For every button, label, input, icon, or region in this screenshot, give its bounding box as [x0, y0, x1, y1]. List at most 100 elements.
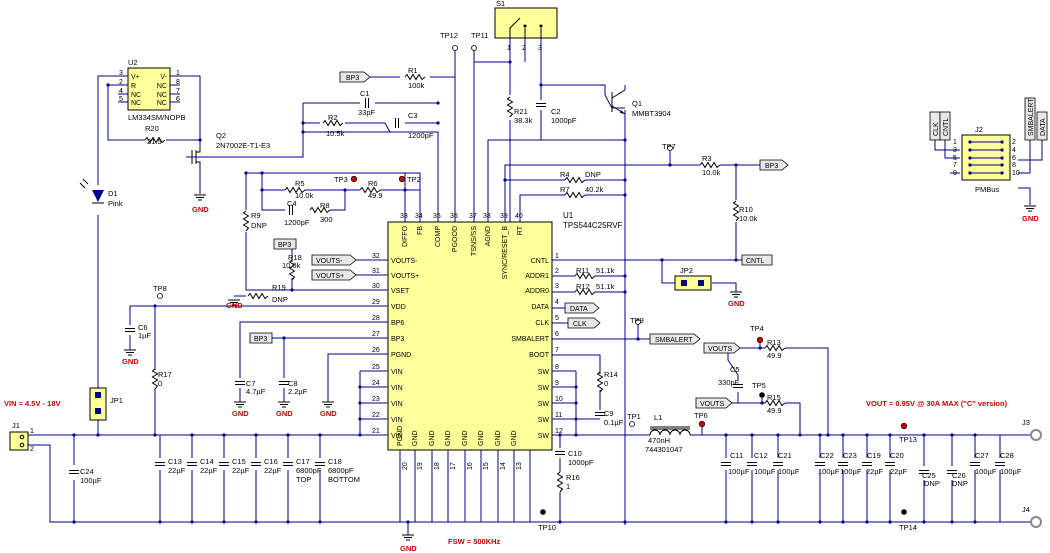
u1-pin-num: 30: [372, 283, 380, 290]
q1-ref: Q1: [632, 99, 642, 108]
r16-ref: R16: [566, 473, 580, 482]
u1-pin-name: GND: [445, 430, 452, 446]
c25-val: DNP: [924, 479, 940, 488]
u1-ref: U1: [563, 211, 574, 220]
c9-ref: C9: [604, 409, 614, 418]
c25-ref: C25: [922, 471, 936, 480]
c22-val: 100µF: [818, 467, 840, 476]
tag-bp3-r18: BP3: [278, 242, 291, 249]
u1-pin-name: VSET: [391, 288, 410, 295]
c13-ref: C13: [168, 457, 182, 466]
j2-clk-tag: CLK: [933, 122, 940, 136]
c19-ref: C19: [867, 451, 881, 460]
u1-pin-name: BP6: [391, 320, 404, 327]
c23-ref: C23: [843, 451, 857, 460]
u1-pin-num: 13: [516, 462, 523, 470]
j2-pin-num: 4: [1012, 147, 1016, 154]
u1-pin-num: 19: [417, 462, 424, 470]
u1-pin-name: PGOOD: [452, 226, 459, 252]
j2-pin-num: 10: [1012, 170, 1020, 177]
r5-val: 10.0k: [295, 191, 314, 200]
u1-pin-num: 3: [555, 283, 559, 290]
u1-pin-name: GND: [495, 430, 502, 446]
r6-val: 49.9: [368, 191, 383, 200]
j2-pin-num: 3: [953, 147, 957, 154]
c24-val: 100µF: [80, 476, 102, 485]
u1-pin-name: SW: [538, 401, 550, 408]
c11-ref: C11: [730, 451, 743, 460]
c15-val: 22µF: [232, 466, 250, 475]
u1-pin-num: 4: [555, 299, 559, 306]
c1-ref: C1: [360, 89, 370, 98]
u1-pin-num: 24: [372, 380, 380, 387]
r7-ref: R7: [560, 185, 570, 194]
u1-pin-name: TSNS/SS: [471, 226, 478, 256]
c21-val: 100µF: [778, 467, 800, 476]
u2-pin-num: 4: [119, 88, 123, 95]
u1-pin-name: COMP: [435, 226, 442, 247]
c23-val: 100µF: [840, 467, 862, 476]
c1-val: 33pF: [358, 108, 376, 117]
r4-val: DNP: [585, 170, 601, 179]
u2-pin-name: NC: [131, 100, 141, 107]
tag-cntl: CNTL: [746, 258, 764, 265]
r3-ref: R3: [702, 154, 712, 163]
u1-pin-num: 38: [483, 213, 491, 220]
gnd-c8: GND: [276, 409, 293, 418]
c27-ref: C27: [975, 451, 989, 460]
u1-pin-name: ADDR1: [525, 273, 549, 280]
r7-val: 40.2k: [585, 185, 604, 194]
tag-vouts-1: VOUTS: [708, 346, 732, 353]
r11-ref: R11: [576, 266, 589, 275]
u1-pin-name: GND: [412, 430, 419, 446]
u2-pin-name: NC: [157, 83, 167, 90]
r14-val: 0: [604, 379, 608, 388]
j2-pin-num: 2: [1012, 139, 1016, 146]
c14-ref: C14: [200, 457, 214, 466]
tp2-label: TP2: [407, 175, 421, 184]
jp2-ref: JP2: [680, 266, 693, 275]
u1-pin-num: 34: [415, 213, 423, 220]
j2-ref: J2: [975, 125, 983, 134]
r13-ref: R13: [767, 338, 781, 347]
u1-pin-num: 26: [372, 347, 380, 354]
c16-val: 22µF: [264, 466, 282, 475]
c4-ref: C4: [287, 199, 297, 208]
r19-val: DNP: [272, 295, 288, 304]
gnd-jp2: GND: [728, 299, 745, 308]
c28-ref: C28: [1000, 451, 1014, 460]
u1-pin-name: GND: [478, 430, 485, 446]
j1-pin1: 1: [30, 428, 34, 435]
u2-pin-num: 7: [176, 88, 180, 95]
u1-pin-name: GND: [511, 430, 518, 446]
test-points: TP12 TP11 TP3 TP2 TP7 TP8 TP9 TP4 TP5 TP…: [153, 31, 917, 532]
tag-bp3-pin27: BP3: [254, 336, 267, 343]
j3-ref: J3: [1022, 418, 1030, 427]
l1-pn: 744301047: [645, 445, 683, 454]
fsw-label: FSW = 500KHz: [448, 537, 501, 546]
c10-ref: C10: [568, 449, 582, 458]
r8-val: 300: [320, 215, 333, 224]
u1-pin-name: VIN: [391, 417, 403, 424]
u1-pin-name: CLK: [535, 320, 549, 327]
r2-val: 10.5k: [326, 129, 345, 138]
c19-val: 22µF: [866, 467, 884, 476]
gnd-c7: GND: [232, 409, 249, 418]
u1-pin-name: VIN: [391, 369, 403, 376]
tp12-label: TP12: [440, 31, 458, 40]
c14-val: 22µF: [200, 466, 218, 475]
wires: [28, 50, 1043, 535]
u1-pin-name: VIN: [391, 401, 403, 408]
u1-pin-name: ADDR0: [525, 288, 549, 295]
gnd-j2: GND: [1022, 214, 1039, 223]
r3-val: 10.0k: [702, 168, 721, 177]
u1-pin-name: DATA: [531, 304, 549, 311]
r11-val: 51.1k: [596, 266, 615, 275]
q1-transistor: [611, 85, 626, 115]
r9-val: DNP: [251, 221, 267, 230]
r17-ref: R17: [158, 370, 172, 379]
c18-note: BOTTOM: [328, 475, 360, 484]
c3-ref: C3: [408, 111, 418, 120]
u1-pin-name: BP3: [391, 336, 404, 343]
tp14-label: TP14: [899, 523, 917, 532]
